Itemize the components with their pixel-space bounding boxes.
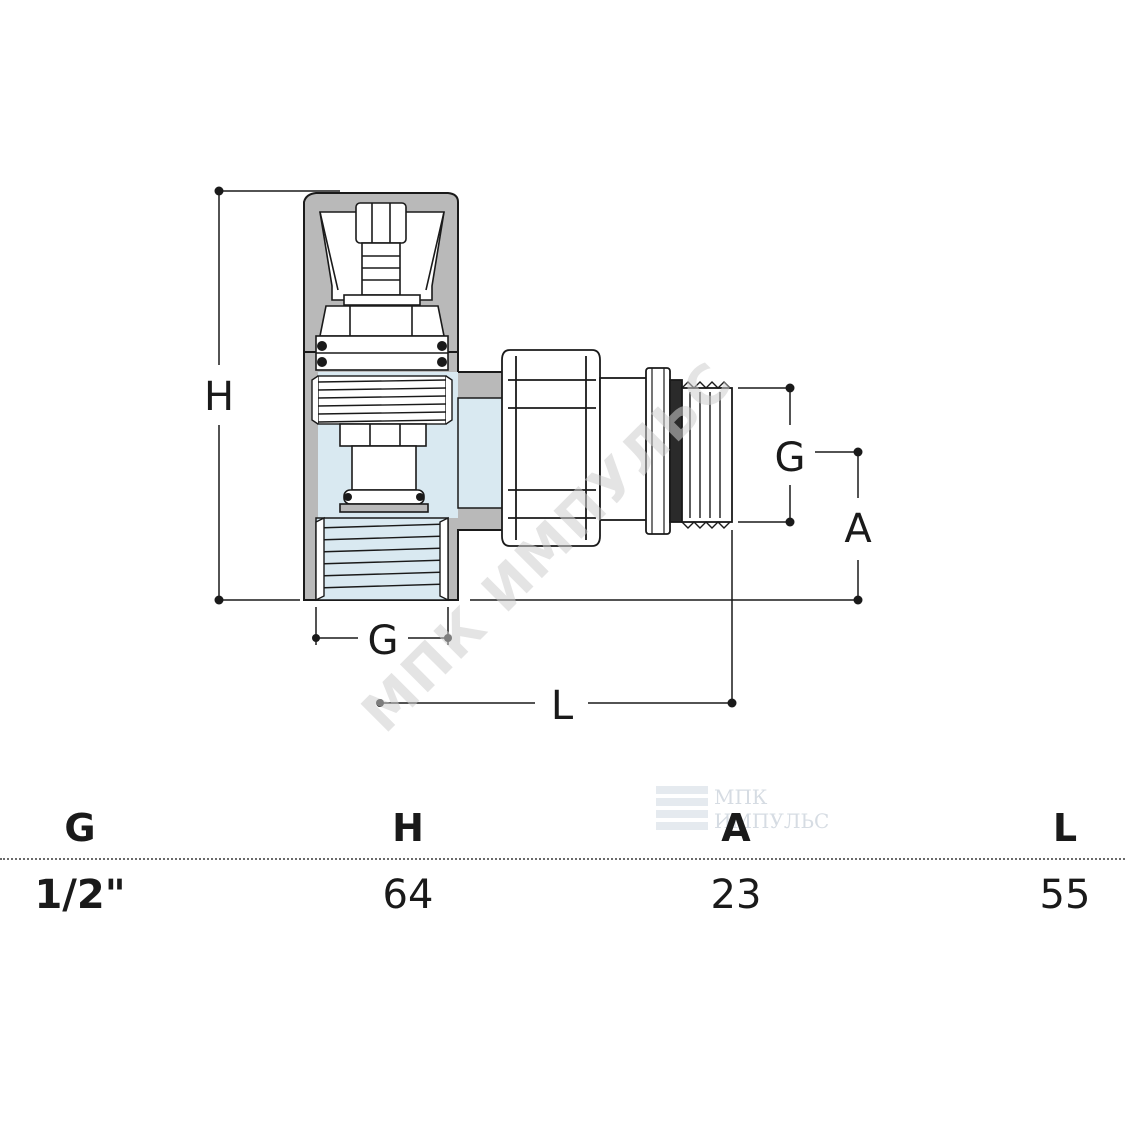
dim-label-h: H [204,374,234,420]
logo-line-1: МПК [714,785,768,809]
union-nut [501,349,601,547]
dimension-dots [214,186,863,708]
spindle-assembly [315,202,449,371]
dim-label-g-bottom: G [368,618,399,664]
dimensions-table: G H A L 1/2" 64 23 55 [0,800,1125,930]
gland-body [343,294,421,306]
table-header-a: A [721,806,751,850]
tail-thread-lines [681,381,731,529]
table-cell-a: 23 [710,872,762,918]
outlet-channel [457,397,505,509]
headwork-thread [311,375,453,425]
logo-line-2: ИМПУЛЬС [714,809,829,833]
spindle-nut [355,202,407,244]
table-cell-l: 55 [1039,872,1091,918]
inlet-thread-lines [315,516,449,602]
spindle-shaft [361,242,401,296]
company-logo-watermark: МПК ИМПУЛЬС [656,785,829,833]
table-cell-h: 64 [382,872,434,918]
dimension-lines [218,190,859,704]
gland-nut [319,305,445,337]
o-rings [317,341,447,367]
dim-label-g-side: G [775,435,806,481]
valve-stem [339,423,429,513]
table-divider [0,858,1125,860]
table-header-h: H [392,806,424,850]
table-header-l: L [1052,806,1078,850]
dim-label-a: A [844,506,872,552]
table-header-g: G [64,806,96,850]
table-cell-g: 1/2" [34,872,126,918]
dim-label-l: L [551,683,574,729]
